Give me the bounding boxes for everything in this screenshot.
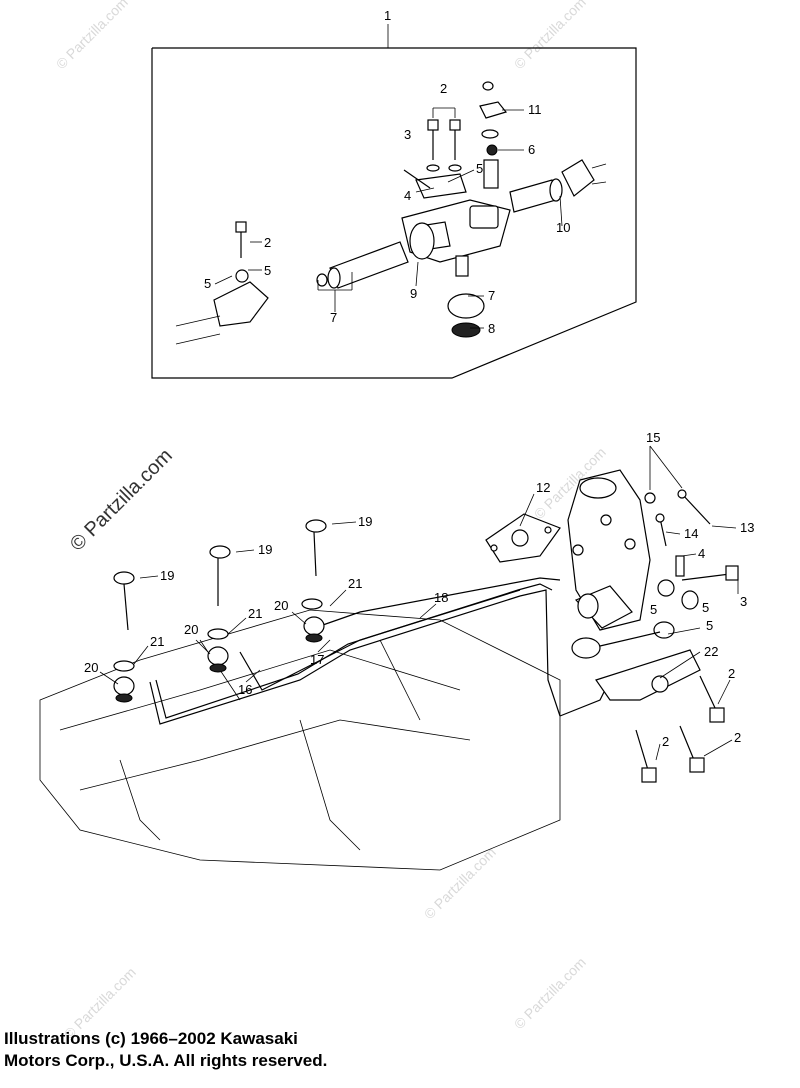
callout-label: 4 (698, 546, 705, 561)
callout-label: 15 (646, 430, 660, 445)
callout-label: 20 (184, 622, 198, 637)
callout-label: 12 (536, 480, 550, 495)
callout-label: 3 (404, 127, 411, 142)
pump-assembly-frame (151, 24, 637, 379)
callout-label: 18 (434, 590, 448, 605)
callout-label: 2 (440, 81, 447, 96)
callout-label: 20 (84, 660, 98, 675)
carb-banjo-fittings (113, 519, 327, 703)
callout-label: 17 (310, 652, 324, 667)
pump-assembly-exploded (175, 81, 607, 345)
copyright-line-1: Illustrations (c) 1966–2002 Kawasaki (4, 1029, 298, 1048)
callout-label: 16 (238, 682, 252, 697)
callout-label: 2 (662, 734, 669, 749)
callout-label: 21 (348, 576, 362, 591)
watermark: © Partzilla.com (511, 954, 589, 1032)
watermark: © Partzilla.com (53, 0, 131, 72)
pump-installed (485, 469, 739, 783)
callout-label: 20 (274, 598, 288, 613)
callout-label: 7 (488, 288, 495, 303)
callout-label: 5 (702, 600, 709, 615)
callout-label: 5 (476, 161, 483, 176)
copyright-notice: Illustrations (c) 1966–2002 Kawasaki Mot… (4, 1028, 504, 1072)
callout-label: 7 (330, 310, 337, 325)
callout-label: 5 (706, 618, 713, 633)
callout-label: 8 (488, 321, 495, 336)
callout-label: 21 (150, 634, 164, 649)
callout-label: 2 (264, 235, 271, 250)
callout-label: 11 (528, 102, 542, 117)
callout-label: 5 (264, 263, 271, 278)
callout-labels: 1 2 11 3 6 5 4 10 2 5 5 9 7 7 8 15 12 13… (84, 8, 754, 749)
callout-label: 19 (358, 514, 372, 529)
callout-label: 5 (204, 276, 211, 291)
watermark: © Partzilla.com (421, 844, 499, 922)
callout-label: 3 (740, 594, 747, 609)
callout-label: 5 (650, 602, 657, 617)
watermark: © Partzilla.com (511, 0, 589, 72)
callout-label: 13 (740, 520, 754, 535)
callout-label: 14 (684, 526, 698, 541)
copyright-line-2: Motors Corp., U.S.A. All rights reserved… (4, 1051, 328, 1070)
leader-lines-top (214, 107, 563, 329)
callout-label: 4 (404, 188, 411, 203)
watermark-large: © Partzilla.com (66, 445, 177, 556)
callout-label: 2 (734, 730, 741, 745)
leader-lines-bottom (99, 445, 739, 761)
callout-label: 19 (258, 542, 272, 557)
callout-label: 9 (410, 286, 417, 301)
callout-label: 22 (704, 644, 718, 659)
callout-label: 2 (728, 666, 735, 681)
callout-label: 10 (556, 220, 570, 235)
oil-pipes (149, 577, 611, 725)
callout-label: 6 (528, 142, 535, 157)
callout-label: 1 (384, 8, 391, 23)
engine-crankcase (39, 609, 561, 871)
callout-label: 21 (248, 606, 262, 621)
callout-label: 19 (160, 568, 174, 583)
